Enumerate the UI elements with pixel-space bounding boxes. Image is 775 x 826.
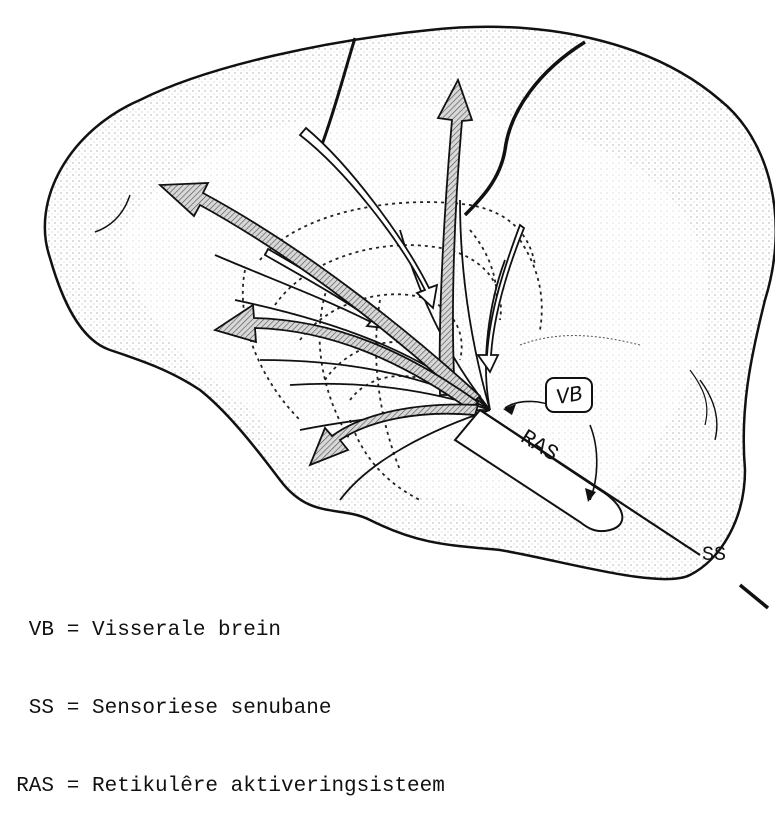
legend-row-ss: SS=Sensoriese senubane	[2, 696, 445, 722]
legend-abbr: RAS	[2, 774, 54, 800]
legend-equals: =	[54, 696, 92, 722]
brain-diagram: VB RAS SS	[0, 0, 775, 653]
legend-row-vb: VB=Visserale brein	[2, 618, 445, 644]
vb-label: VB	[554, 382, 584, 411]
legend-abbr: SS	[2, 696, 54, 722]
legend-abbr: VB	[2, 618, 54, 644]
legend: VB=Visserale brein SS=Sensoriese senuban…	[2, 566, 445, 826]
legend-text: Retikulêre aktiveringsisteem	[92, 774, 445, 800]
legend-equals: =	[54, 774, 92, 800]
legend-equals: =	[54, 618, 92, 644]
ss-pathway-tail	[740, 585, 768, 608]
legend-text: Visserale brein	[92, 618, 281, 644]
legend-text: Sensoriese senubane	[92, 696, 331, 722]
legend-row-ras: RAS=Retikulêre aktiveringsisteem	[2, 774, 445, 800]
ss-label: SS	[702, 544, 726, 567]
brain-inner	[120, 108, 708, 511]
